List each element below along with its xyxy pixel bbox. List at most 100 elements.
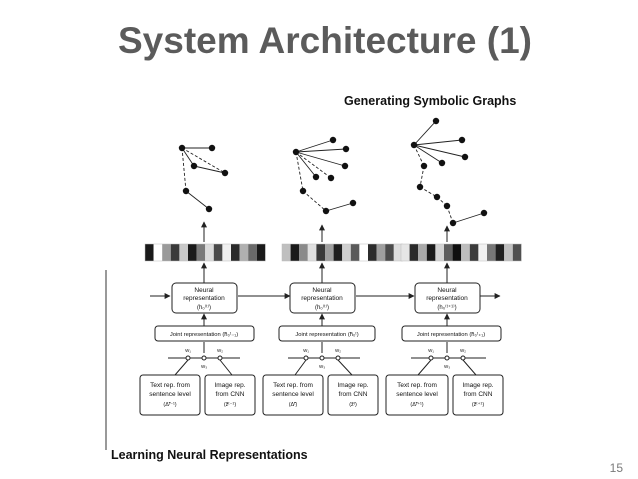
bottom-caption: Learning Neural Representations <box>111 448 308 462</box>
image-rep-2a: Image rep. <box>337 382 368 389</box>
graph-node <box>208 144 216 152</box>
embedding-barcode-3 <box>400 243 522 262</box>
barcode-cell <box>478 244 487 261</box>
image-rep-2b: from CNN <box>339 391 368 398</box>
graph-edge <box>185 190 210 210</box>
barcode-cell <box>435 244 444 261</box>
graph-edge-dashed <box>295 151 304 192</box>
barcode-cell <box>248 244 257 261</box>
gate-link-1a <box>174 359 189 376</box>
gate-label-2c: W₃ <box>319 364 325 369</box>
graph-node <box>329 136 337 144</box>
symbolic-graph-2 <box>292 136 357 215</box>
text-rep-3b: sentence level <box>396 391 438 398</box>
barcode-cell <box>179 244 188 261</box>
neural-box-1 <box>171 282 238 314</box>
barcode-cell <box>461 244 470 261</box>
image-rep-3c: (z̃ᵗ⁺¹) <box>472 401 485 408</box>
symbolic-graph-1 <box>178 144 229 213</box>
gate-label-2b: W₂ <box>335 348 341 353</box>
barcode-cell <box>222 244 231 261</box>
barcode-cell <box>316 244 325 261</box>
text-rep-1a: Text rep. from <box>150 382 190 389</box>
neural-label-3b: representation <box>426 295 468 302</box>
graph-edge <box>413 144 443 164</box>
gate-link-2b <box>337 359 353 376</box>
neural-label-2b: representation <box>301 295 343 302</box>
barcode-cell <box>333 244 343 261</box>
barcode-cell <box>342 244 351 261</box>
barcode-cell <box>153 244 163 261</box>
gate-link-2a <box>294 359 307 376</box>
gate-node-3a <box>428 355 434 361</box>
graph-node <box>190 162 198 170</box>
barcode-cell <box>299 244 308 261</box>
gate-node-1b <box>201 355 207 361</box>
column-1: Neural representation (h₀⁽ᵗ⁾) Joint repr… <box>139 221 256 416</box>
neural-math-3: (h₀⁽ᵗ⁺¹⁾) <box>437 304 456 311</box>
gate-node-3c <box>460 355 466 361</box>
image-rep-1b: from CNN <box>216 391 245 398</box>
barcode-cell <box>368 244 377 261</box>
text-rep-2b: sentence level <box>272 391 314 398</box>
barcode-cell <box>469 244 479 261</box>
barcode-cell <box>452 244 462 261</box>
text-rep-1b: sentence level <box>149 391 191 398</box>
graph-edge <box>452 212 485 224</box>
barcode-cell <box>188 244 197 261</box>
barcode-cell <box>409 244 419 261</box>
barcode-cell <box>325 244 334 261</box>
gate-network-1: W₁ W₂ W₃ <box>168 342 240 376</box>
barcode-cell <box>495 244 505 261</box>
image-rep-box-2 <box>327 374 379 416</box>
graph-node <box>449 219 457 227</box>
graph-edge <box>193 165 226 174</box>
graph-node <box>461 153 469 161</box>
image-rep-3a: Image rep. <box>462 382 493 389</box>
barcode-cell <box>444 244 453 261</box>
graph-node <box>443 202 451 210</box>
slide-title: System Architecture (1) <box>118 20 532 61</box>
graph-edge-dashed <box>181 147 226 174</box>
joint-box-1 <box>154 325 255 342</box>
graph-node <box>420 162 428 170</box>
graph-edge <box>325 202 354 212</box>
image-rep-box-1 <box>204 374 256 416</box>
gate-network-3: W₁ W₂ W₃ <box>411 342 486 376</box>
barcode-cell <box>385 244 394 261</box>
neural-box-3 <box>414 282 481 314</box>
gate-node-1c <box>217 355 223 361</box>
gate-label-1a: W₁ <box>185 348 191 353</box>
graph-edge <box>413 120 437 146</box>
text-rep-2a: Text rep. from <box>273 382 313 389</box>
graph-edge <box>295 139 334 153</box>
barcode-cell <box>145 244 154 261</box>
joint-label-2: Joint representation (h̃₀ᵗ) <box>295 331 358 338</box>
barcode-cell <box>239 244 249 261</box>
graph-node <box>480 209 488 217</box>
image-rep-2c: (z̃ᵗ) <box>349 401 357 408</box>
barcode-cell <box>205 244 214 261</box>
barcode-outline <box>144 243 266 262</box>
image-rep-1c: (z̃ᵗ⁻¹) <box>224 401 237 408</box>
gate-node-2b <box>319 355 325 361</box>
barcode-cell <box>307 244 317 261</box>
text-rep-2c: (Δ̃ᵗ) <box>289 401 298 408</box>
gate-label-3c: W₃ <box>444 364 450 369</box>
barcode-cell <box>426 244 436 261</box>
graph-node <box>458 136 466 144</box>
gate-label-1c: W₃ <box>201 364 207 369</box>
graph-edge-dashed <box>181 147 187 192</box>
barcode-cell <box>196 244 206 261</box>
graph-node <box>299 187 307 195</box>
graph-node <box>342 145 350 153</box>
barcode-cell <box>393 244 403 261</box>
barcode-outline <box>400 243 522 262</box>
column-3: Neural representation (h₀⁽ᵗ⁺¹⁾) Joint re… <box>385 225 504 416</box>
graph-edge-dashed <box>419 165 425 188</box>
text-rep-3a: Text rep. from <box>397 382 437 389</box>
graph-edge <box>413 139 463 146</box>
neural-label-1a: Neural <box>194 287 214 294</box>
neural-box-2 <box>289 282 356 314</box>
embedding-barcode-1 <box>144 243 266 262</box>
